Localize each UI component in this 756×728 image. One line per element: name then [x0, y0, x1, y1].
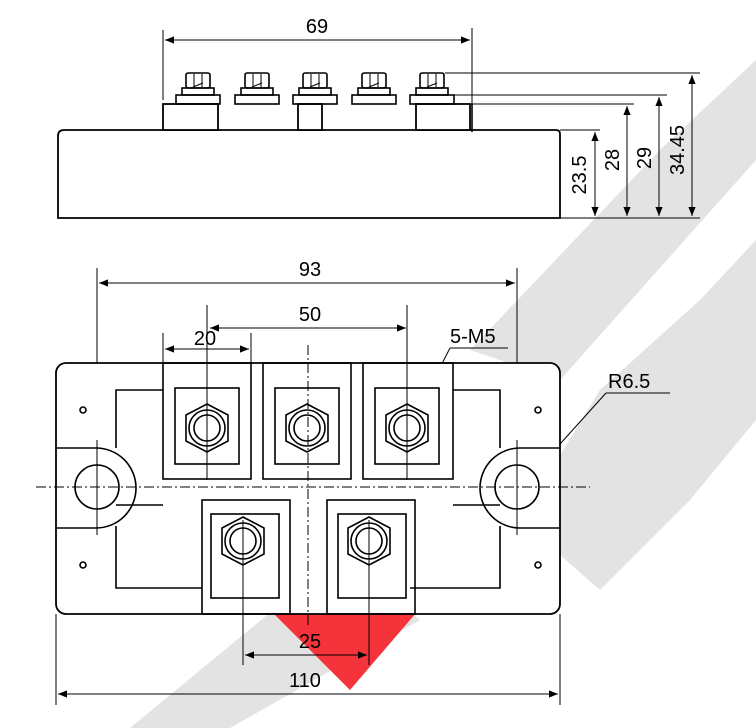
- side-center-post: [297, 103, 323, 131]
- right-mounting-ear: [479, 447, 560, 529]
- inner-outline-top: [115, 389, 501, 448]
- dim-20-label: 20: [194, 328, 216, 350]
- hole-label: R6.5: [608, 371, 650, 393]
- dim-93-label: 93: [299, 259, 321, 281]
- top-view: 93 50 20 5-M5 R6.5: [36, 259, 670, 705]
- inner-outline-bottom: [115, 526, 501, 589]
- dim-50-label: 50: [299, 304, 321, 326]
- side-terminal-1: [175, 72, 221, 105]
- dim-29-label: 29: [634, 147, 656, 169]
- dim-28-label: 28: [602, 149, 624, 171]
- dim-69-label: 69: [306, 16, 328, 38]
- side-view: 69: [57, 16, 700, 219]
- side-right-block: [415, 103, 471, 131]
- dim-34-45-label: 34.45: [667, 125, 689, 175]
- watermark-gray-stroke-top: [470, 60, 756, 380]
- left-mounting-ear: [56, 447, 137, 529]
- side-left-block: [162, 103, 219, 131]
- small-hole-tr: [534, 406, 542, 414]
- dim-110-label: 110: [289, 670, 321, 692]
- small-hole-bl: [79, 561, 87, 569]
- side-base: [57, 129, 561, 219]
- side-terminal-3: [292, 72, 338, 105]
- dim-23-5-label: 23.5: [569, 156, 591, 195]
- small-hole-tl: [79, 406, 87, 414]
- terminal-label: 5-M5: [450, 326, 496, 348]
- side-terminal-5: [409, 72, 455, 105]
- top-terminal-pad-2: [262, 362, 352, 480]
- small-hole-br: [534, 561, 542, 569]
- side-terminal-4: [351, 72, 397, 105]
- side-terminal-2: [234, 72, 280, 105]
- dim-25-label: 25: [299, 631, 321, 653]
- watermark-gray-ring: [520, 240, 756, 590]
